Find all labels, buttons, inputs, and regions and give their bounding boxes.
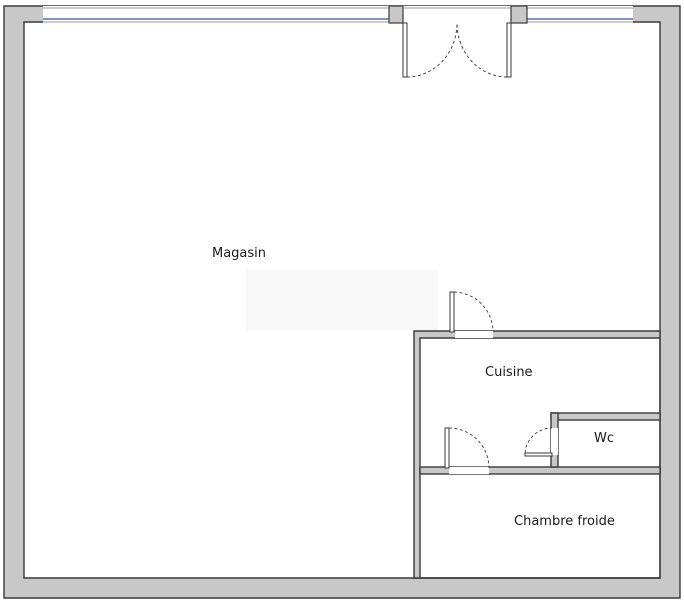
watermark	[246, 270, 438, 330]
window-left	[43, 7, 389, 23]
room-label-cuisine: Cuisine	[485, 365, 533, 380]
entrance-opening	[403, 6, 511, 23]
door-cuisine-top	[449, 291, 494, 333]
entrance-pillar-right	[510, 5, 528, 24]
room-label-magasin: Magasin	[212, 246, 266, 261]
entrance-pillar-left	[388, 5, 404, 24]
service-block-walls	[413, 330, 661, 579]
room-label-chambre-froide: Chambre froide	[514, 514, 615, 529]
window-opening-left	[43, 6, 389, 23]
door-wc	[524, 427, 553, 457]
window-opening-right	[527, 6, 633, 23]
door-chambre-froide	[444, 427, 490, 469]
room-label-wc: Wc	[594, 431, 614, 446]
window-right	[527, 7, 633, 23]
entrance-double-door	[402, 22, 512, 78]
